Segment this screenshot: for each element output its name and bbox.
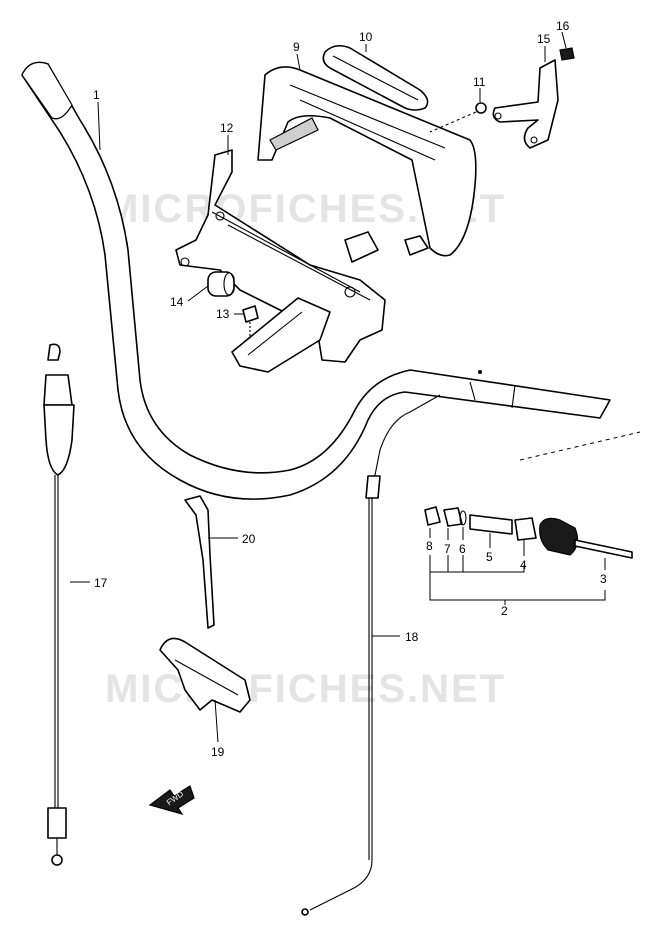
callout-18: 18: [405, 630, 419, 644]
callout-4: 4: [520, 558, 527, 572]
callout-11: 11: [473, 75, 486, 89]
callout-10: 10: [359, 30, 373, 44]
clamp-part[interactable]: [159, 637, 251, 713]
callout-5: 5: [486, 550, 493, 564]
meter-cover-part[interactable]: [257, 66, 477, 257]
part-5-shape: [469, 514, 513, 535]
part-8-shape: [424, 506, 441, 526]
callout-9: 9: [293, 40, 300, 54]
callout-14: 14: [170, 295, 184, 309]
callout-12: 12: [220, 121, 234, 135]
cable-tie-part[interactable]: [184, 495, 215, 629]
callout-13: 13: [216, 307, 230, 321]
callout-1: 1: [93, 88, 100, 102]
spacer-part[interactable]: [207, 271, 235, 297]
grip-parts[interactable]: [424, 506, 633, 559]
callouts: 1 2 3 4 5 6 7 8 9 10 11 12 13 14 15 16 1…: [93, 19, 607, 759]
callout-15: 15: [537, 32, 551, 46]
callout-17: 17: [94, 576, 108, 590]
handlebar-part[interactable]: [21, 61, 641, 500]
part-7-shape: [443, 507, 463, 527]
part-3-shape: [574, 539, 633, 559]
meter-bracket-part[interactable]: [175, 149, 429, 363]
callout-7: 7: [444, 542, 451, 556]
watermark-bottom: MICROFICHES.NET: [105, 667, 506, 711]
callout-8: 8: [426, 539, 433, 553]
bracket-15-part[interactable]: [492, 59, 559, 149]
lens-part[interactable]: [322, 44, 429, 111]
cable-18-part[interactable]: [301, 394, 441, 916]
lower-bracket-part[interactable]: [231, 297, 331, 373]
callout-3: 3: [600, 572, 607, 586]
callout-2: 2: [501, 604, 508, 618]
part-6-shape: [459, 510, 467, 526]
part-4-shape: [514, 517, 537, 541]
callout-20: 20: [242, 532, 256, 546]
leader-lines: [70, 31, 606, 743]
grip-end-shape: [539, 517, 579, 556]
cable-17-part[interactable]: [43, 343, 75, 866]
callout-6: 6: [459, 542, 466, 556]
bolt-16-part[interactable]: [559, 47, 575, 61]
fwd-arrow: FWD: [148, 785, 195, 816]
callout-19: 19: [211, 745, 225, 759]
screw-11-part[interactable]: [429, 102, 487, 133]
callout-16: 16: [556, 19, 570, 33]
